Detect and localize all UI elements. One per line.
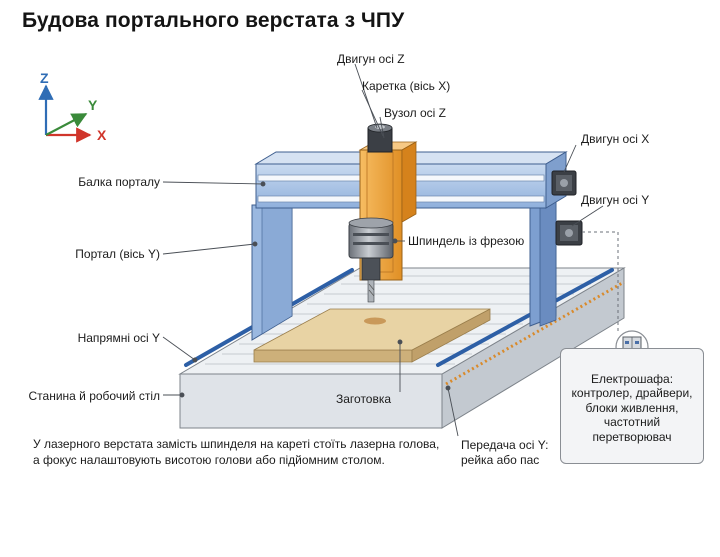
label-y-drive-line2: рейка або пас: [461, 453, 540, 467]
label-bed-table: Станина й робочий стіл: [28, 389, 161, 403]
motor-x-shape: [551, 170, 577, 196]
spindle-shape: [348, 217, 394, 303]
label-gantry-beam: Балка порталу: [78, 175, 160, 189]
laser-note-line2: а фокус налаштовують висотою голови або …: [33, 453, 385, 467]
x-axis-label: X: [97, 127, 107, 143]
label-z-assembly: Вузол осі Z: [384, 106, 446, 120]
gantry-left-leg: [251, 204, 293, 341]
cabinet-line-5: перетворювач: [592, 429, 672, 444]
cabinet-line-1: Електрошафа:: [590, 372, 674, 386]
laser-note-line1: У лазерного верстата замість шпинделя на…: [33, 437, 440, 451]
label-motor-x: Двигун осі X: [581, 132, 650, 146]
y-axis-label: Y: [88, 97, 98, 113]
page-title: Будова портального верстата з ЧПУ: [22, 9, 405, 32]
cabinet-line-2: контролер, драйвери,: [571, 386, 693, 401]
cabinet-cable: [582, 231, 619, 332]
y-drive-rack: [445, 280, 625, 386]
y-axis-arrow: [45, 113, 88, 136]
label-gantry-y: Портал (вісь Y): [75, 247, 160, 261]
cabinet-line-3: блоки живлення,: [585, 400, 679, 415]
z-axis-label: Z: [40, 70, 49, 86]
leader-lines: [162, 63, 604, 437]
label-motor-y: Двигун осі Y: [581, 193, 650, 207]
motor-y-shape: [555, 220, 583, 246]
axis-indicator: Z Y X: [38, 70, 107, 143]
workpiece: [253, 308, 491, 363]
label-y-drive-line1: Передача осі Y:: [461, 438, 549, 452]
cabinet-callout-box: [560, 348, 704, 464]
y-guide-rail-right: [436, 268, 614, 367]
cabinet-line-4: частотний: [603, 415, 661, 430]
gantry-right-leg: [529, 185, 557, 327]
label-carriage-x: Каретка (вісь X): [362, 79, 451, 93]
label-motor-z: Двигун осі Z: [337, 52, 405, 66]
cabinet-callout-text: Електрошафа: контролер, драйвери, блоки …: [560, 372, 704, 444]
label-y-guides: Напрямні осі Y: [77, 331, 160, 345]
motor-z-shape: [367, 123, 393, 153]
label-spindle: Шпиндель із фрезою: [408, 234, 525, 248]
laser-note: У лазерного верстата замість шпинделя на…: [33, 436, 439, 468]
label-y-drive: Передача осі Y: рейка або пас: [461, 438, 548, 468]
label-workpiece: Заготовка: [336, 392, 392, 406]
